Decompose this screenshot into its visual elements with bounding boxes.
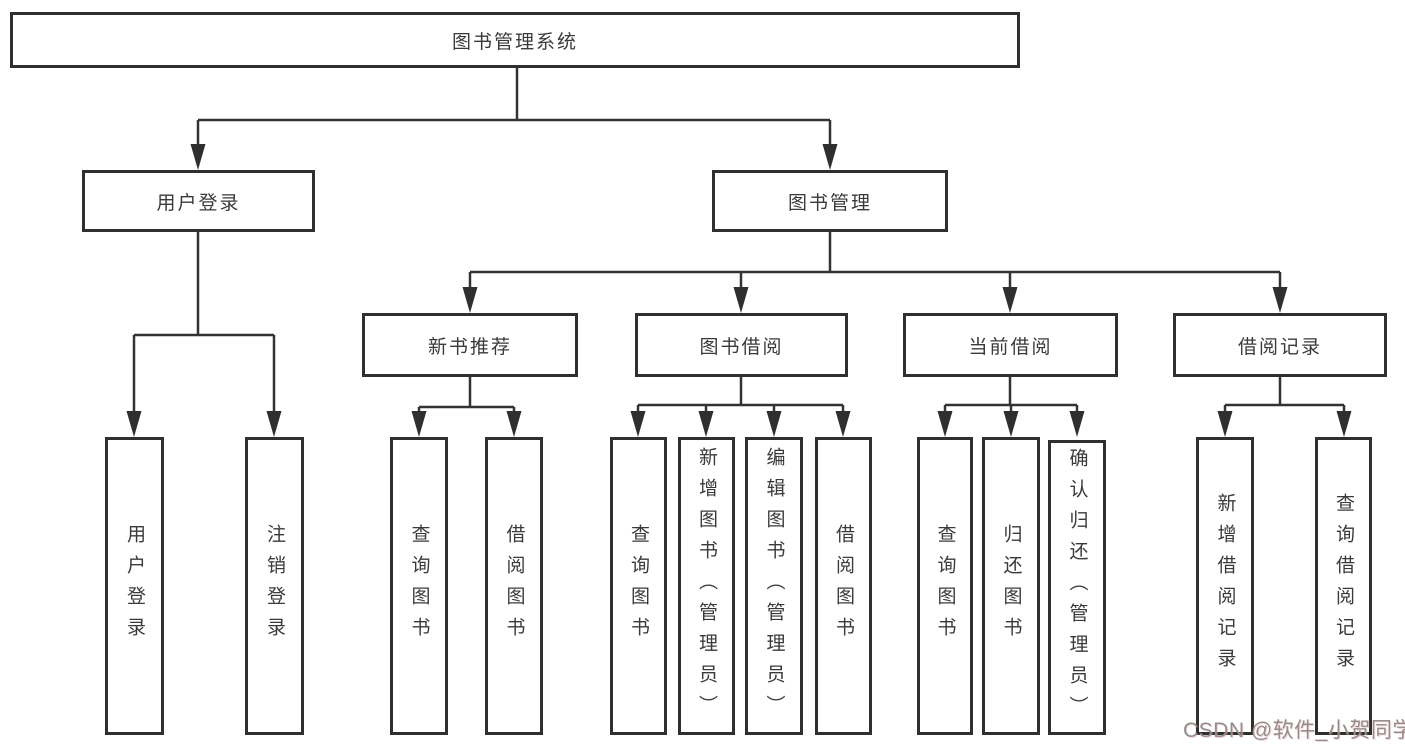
leaf-borrow-books-2: 借阅图书 xyxy=(815,437,872,735)
node-user-login: 用户登录 xyxy=(82,170,315,232)
node-book-borrow: 图书借阅 xyxy=(635,313,848,377)
node-new-book-recommend: 新书推荐 xyxy=(362,313,578,377)
leaf-query-books-3: 查询图书 xyxy=(917,437,973,735)
node-borrow-records: 借阅记录 xyxy=(1173,313,1387,377)
leaf-borrow-books-1: 借阅图书 xyxy=(485,437,543,735)
csdn-watermark: CSDN @软件_小贺同学 xyxy=(1183,719,1405,742)
leaf-query-books-2: 查询图书 xyxy=(610,437,667,735)
node-book-management: 图书管理 xyxy=(712,170,948,232)
leaf-query-borrow-record: 查询借阅记录 xyxy=(1315,437,1372,735)
leaf-add-borrow-record: 新增借阅记录 xyxy=(1196,437,1254,735)
leaf-confirm-return-admin: 确认归还（管理员） xyxy=(1048,440,1106,735)
leaf-user-login: 用户登录 xyxy=(105,437,164,735)
node-root-system: 图书管理系统 xyxy=(10,12,1020,68)
node-current-borrow: 当前借阅 xyxy=(903,313,1118,377)
leaf-query-books-1: 查询图书 xyxy=(390,437,448,735)
leaf-return-books: 归还图书 xyxy=(982,437,1040,735)
leaf-add-books-admin: 新增图书（管理员） xyxy=(678,437,735,735)
leaf-edit-books-admin: 编辑图书（管理员） xyxy=(745,437,803,735)
leaf-logout-login: 注销登录 xyxy=(245,437,304,735)
